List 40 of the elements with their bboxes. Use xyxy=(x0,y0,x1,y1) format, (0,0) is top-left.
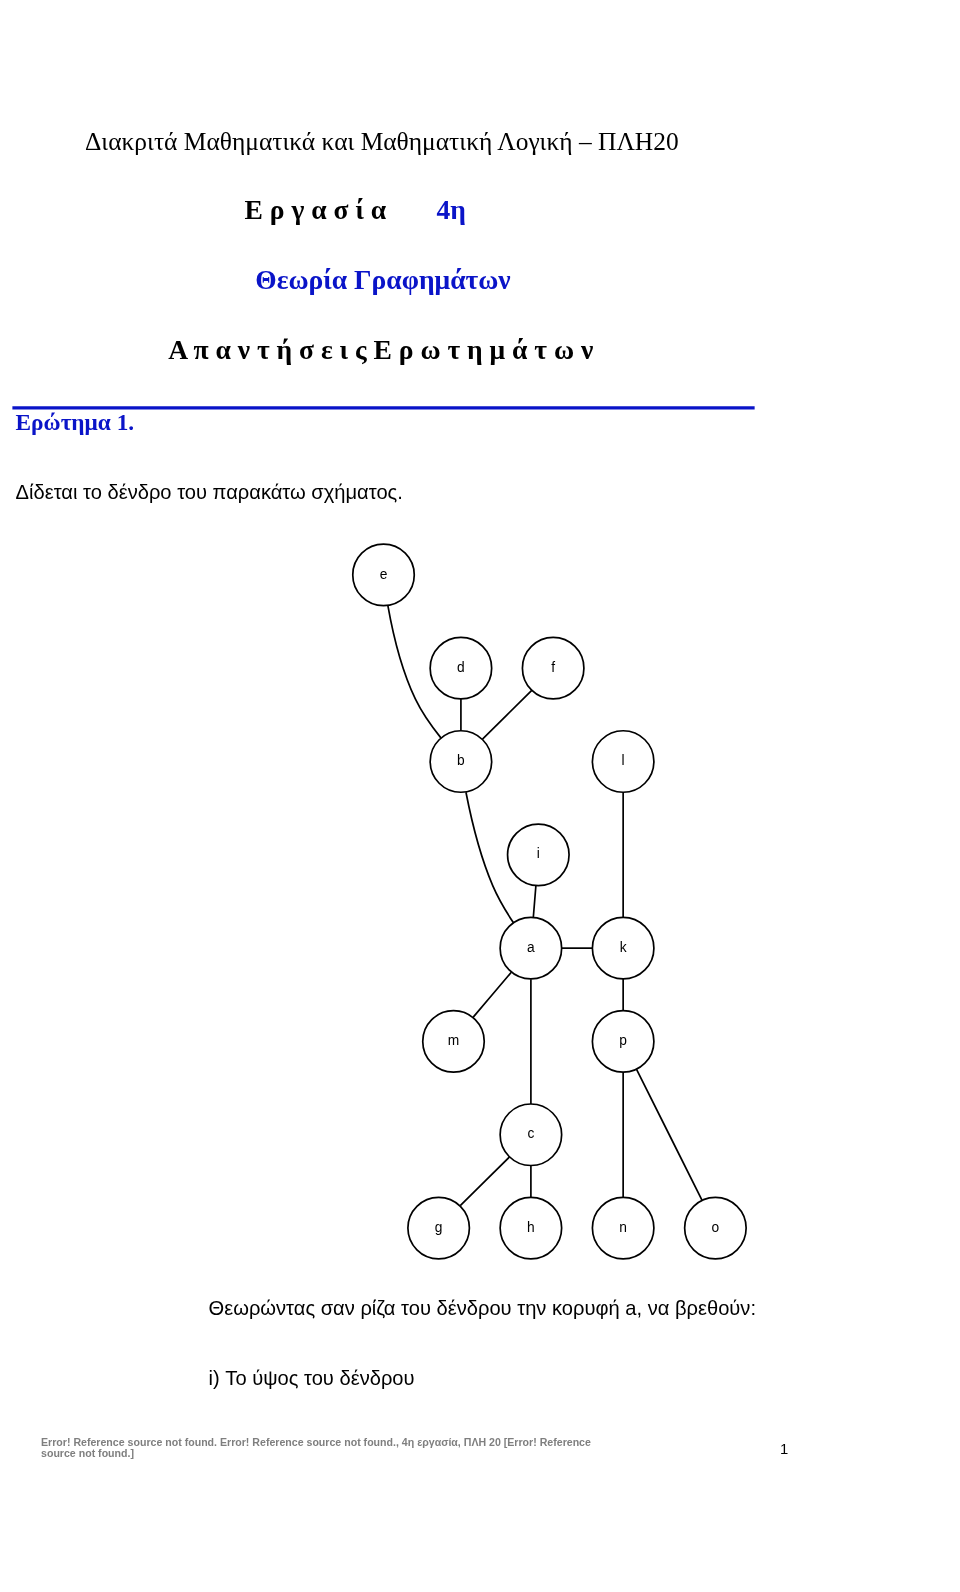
label: i) Το ύψος του δένδρου xyxy=(208,1366,415,1389)
label: Διακριτά Μαθηματικά και Μαθηματική Λογική – ΠΛΗ20 xyxy=(85,126,679,156)
node-circle: a xyxy=(499,916,563,980)
connector xyxy=(530,977,532,1105)
label: 1 xyxy=(780,1440,789,1457)
label: Error! Reference source not found. Error! Reference source not found., 4η εργασία, ΠΛΗ 20 [Error! Reference source not found.] xyxy=(41,1435,591,1459)
node-circle: e xyxy=(351,542,416,606)
label: Θεωρώντας σαν ρίζα του δένδρου την κορυφή a, να βρεθούν: xyxy=(208,1296,757,1319)
node-circle: i xyxy=(506,822,570,886)
node-circle: f xyxy=(521,636,585,700)
connector xyxy=(532,884,537,918)
node-circle: n xyxy=(591,1195,655,1260)
connector xyxy=(635,1068,703,1201)
connector xyxy=(622,1071,624,1198)
node-circle: l xyxy=(591,729,655,793)
connector xyxy=(622,977,624,1011)
label: Δίδεται το δένδρο του παρακάτω σχήματος. xyxy=(15,480,403,503)
label: Α π α ν τ ή σ ε ι ς Ε ρ ω τ η μ ά τ ω ν xyxy=(168,333,594,365)
connector xyxy=(622,791,624,918)
node-circle: d xyxy=(429,636,493,700)
node-circle: m xyxy=(421,1009,486,1073)
node-circle: p xyxy=(591,1009,655,1073)
connector xyxy=(530,1164,532,1198)
connector xyxy=(481,689,533,740)
label: Ε ρ γ α σ ί α xyxy=(244,193,387,225)
connector xyxy=(459,1155,511,1206)
node-circle: c xyxy=(499,1102,563,1166)
connector xyxy=(472,970,513,1018)
connector xyxy=(465,790,515,923)
node-circle: o xyxy=(683,1195,747,1260)
label: Ερώτημα 1. xyxy=(15,408,135,435)
connector xyxy=(561,946,593,949)
node-circle: b xyxy=(429,729,493,793)
connector xyxy=(460,697,462,731)
connector xyxy=(386,604,442,739)
label: Θεωρία Γραφημάτων xyxy=(255,263,511,295)
label: 4η xyxy=(436,193,466,225)
node-circle: h xyxy=(499,1195,563,1260)
node-circle: k xyxy=(591,916,655,980)
node-circle: g xyxy=(407,1195,471,1260)
